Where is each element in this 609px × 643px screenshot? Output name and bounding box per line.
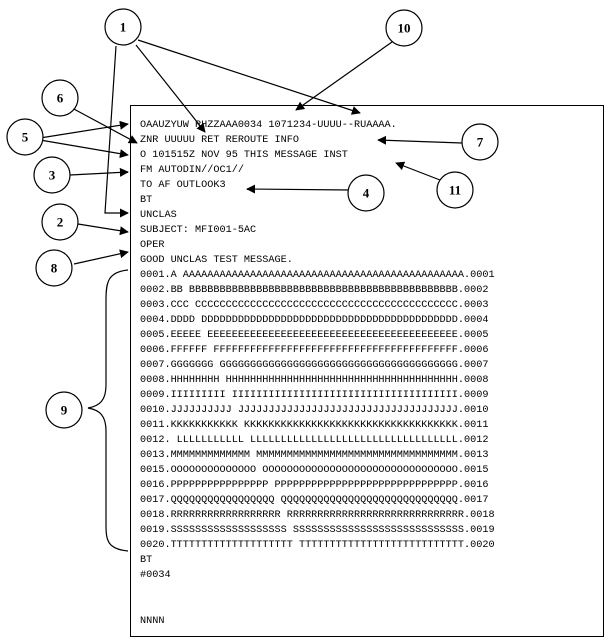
to-line: TO AF OUTLOOK3 — [140, 180, 226, 191]
body-line: 0005.EEEEE EEEEEEEEEEEEEEEEEEEEEEEEEEEEE… — [140, 330, 489, 341]
callout-5-leader-a — [39, 120, 129, 139]
end-of-message-line: NNNN — [140, 616, 165, 627]
callout-8-circle — [35, 249, 73, 287]
text-line: GOOD UNCLAS TEST MESSAGE. — [140, 255, 293, 266]
callout-11-leader — [395, 161, 441, 181]
body-line: 0017.QQQQQQQQQQQQQQQQQ QQQQQQQQQQQQQQQQQ… — [140, 495, 489, 506]
routing-line: OAAUZYUW RHZZAAA0034 1071234-UUUU--RUAAA… — [140, 120, 397, 131]
classification-line: UNCLAS — [140, 210, 177, 221]
body-line: 0018.RRRRRRRRRRRRRRRRRR RRRRRRRRRRRRRRRR… — [140, 510, 495, 521]
body-line: 0016.PPPPPPPPPPPPPPPP PPPPPPPPPPPPPPPPPP… — [140, 480, 489, 491]
callout-4-leader — [246, 184, 351, 194]
callout-8-number: 8 — [51, 261, 58, 276]
callout-6-circle — [41, 79, 79, 117]
body-line: 0011.KKKKKKKKKKK KKKKKKKKKKKKKKKKKKKKKKK… — [140, 420, 489, 431]
callout-3-circle — [33, 156, 71, 194]
callout-6-leader — [71, 107, 138, 144]
callout-5-leader-b — [39, 139, 129, 159]
callout-1-leader-b — [137, 39, 361, 115]
callout-7-number: 7 — [477, 135, 484, 150]
callout-7-circle — [461, 123, 499, 161]
callout-10-number: 10 — [398, 21, 411, 36]
body-brace — [87, 269, 129, 552]
callout-3-leader — [69, 167, 129, 177]
callout-9-number: 9 — [61, 403, 68, 418]
body-line: 0009.IIIIIIIII IIIIIIIIIIIIIIIIIIIIIIIII… — [140, 390, 489, 401]
callout-10-circle — [385, 9, 423, 47]
callout-5-circle — [6, 118, 44, 156]
callout-3-number: 3 — [49, 168, 56, 183]
subject-line: SUBJECT: MFI001-5AC — [140, 225, 257, 236]
body-line: 0010.JJJJJJJJJJ JJJJJJJJJJJJJJJJJJJJJJJJ… — [140, 405, 489, 416]
callout-2-leader — [77, 223, 129, 236]
ending-break-line: BT — [140, 555, 153, 566]
callout-1-number: 1 — [120, 20, 127, 35]
callout-9-circle — [45, 391, 83, 429]
body-line: 0007.GGGGGGG GGGGGGGGGGGGGGGGGGGGGGGGGGG… — [140, 360, 489, 371]
body-line: 0001.A AAAAAAAAAAAAAAAAAAAAAAAAAAAAAAAAA… — [140, 270, 495, 281]
callout-1-leader-a — [135, 44, 206, 133]
callout-6-number: 6 — [57, 91, 64, 106]
body-line: 0004.DDDD DDDDDDDDDDDDDDDDDDDDDDDDDDDDDD… — [140, 315, 489, 326]
callout-8-leader — [73, 249, 129, 265]
body-line: 0015.OOOOOOOOOOOOOO OOOOOOOOOOOOOOOOOOOO… — [140, 465, 489, 476]
callout-5-number: 5 — [22, 130, 29, 145]
callout-2-circle — [41, 203, 79, 241]
body-line: 0012. LLLLLLLLLLL LLLLLLLLLLLLLLLLLLLLLL… — [140, 435, 489, 446]
callout-11-circle — [436, 171, 474, 209]
body-line: 0020.TTTTTTTTTTTTTTTTTTTT TTTTTTTTTTTTTT… — [140, 540, 495, 551]
body-line: 0013.MMMMMMMMMMMMM MMMMMMMMMMMMMMMMMMMMM… — [140, 450, 489, 461]
oper-line: OPER — [140, 240, 165, 251]
znr-line: ZNR UUUUU RET REROUTE INFO — [140, 135, 299, 146]
callout-1-circle — [104, 8, 142, 46]
callout-4-circle — [347, 174, 385, 212]
callout-10-leader — [295, 41, 393, 111]
body-line: 0002.BB BBBBBBBBBBBBBBBBBBBBBBBBBBBBBBBB… — [140, 285, 489, 296]
callout-2-number: 2 — [57, 215, 64, 230]
sequence-number-line: #0034 — [140, 570, 171, 581]
break-line: BT — [140, 195, 153, 206]
body-line: 0006.FFFFFF FFFFFFFFFFFFFFFFFFFFFFFFFFFF… — [140, 345, 489, 356]
precedence-dtg-line: O 101515Z NOV 95 THIS MESSAGE INST — [140, 150, 348, 161]
callout-1-leader-c — [104, 45, 129, 218]
body-line: 0008.HHHHHHHH HHHHHHHHHHHHHHHHHHHHHHHHHH… — [140, 375, 489, 386]
callout-4-number: 4 — [363, 186, 370, 201]
body-line: 0019.SSSSSSSSSSSSSSSSSSS SSSSSSSSSSSSSSS… — [140, 525, 495, 536]
body-line: 0003.CCC CCCCCCCCCCCCCCCCCCCCCCCCCCCCCCC… — [140, 300, 489, 311]
callout-7-leader — [377, 135, 463, 145]
from-line: FM AUTODIN//OC1// — [140, 165, 244, 176]
callout-11-number: 11 — [449, 183, 461, 198]
